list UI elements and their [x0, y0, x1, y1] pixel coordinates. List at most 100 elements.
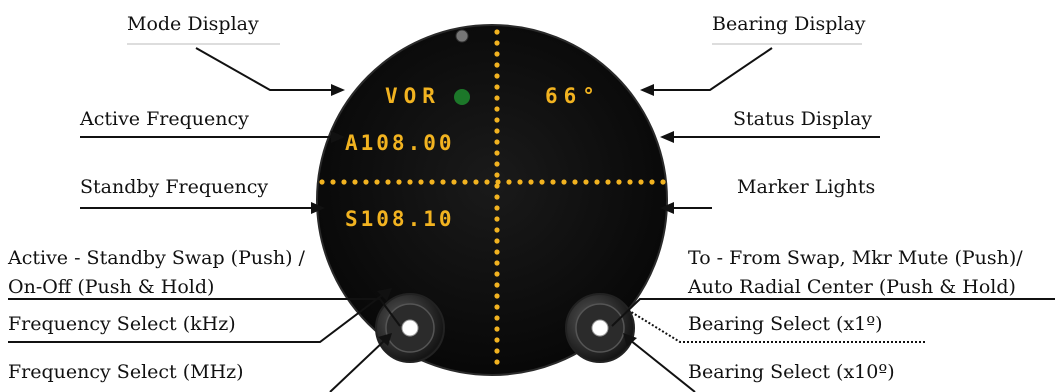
leader-swap-left — [8, 298, 401, 327]
active-frequency-readout: A108.00 — [345, 131, 455, 155]
led-dot — [528, 179, 534, 185]
led-dot — [660, 179, 666, 185]
led-dot — [494, 337, 500, 343]
arrowheads — [311, 84, 674, 347]
led-dot — [330, 179, 336, 185]
led-dot — [494, 293, 500, 299]
led-dot — [627, 179, 633, 185]
led-dot — [494, 348, 500, 354]
led-dot — [494, 249, 500, 255]
led-dot — [506, 179, 512, 185]
led-dot — [319, 179, 325, 185]
led-dot — [539, 179, 545, 185]
led-dot — [374, 179, 380, 185]
mode-readout: VOR — [385, 84, 441, 108]
arrowhead-status — [660, 131, 674, 143]
left-knob[interactable] — [375, 293, 445, 363]
mounting-screw — [455, 29, 469, 43]
led-dot — [494, 216, 500, 222]
led-dot — [494, 359, 500, 365]
label-active-frequency: Active Frequency — [79, 108, 249, 130]
label-standby-frequency: Standby Frequency — [80, 176, 268, 198]
led-dot — [494, 326, 500, 332]
label-bearing-display: Bearing Display — [712, 13, 866, 35]
label-bearing-x1: Bearing Select (x1º) — [688, 313, 883, 335]
led-dot — [494, 194, 500, 200]
led-dot — [494, 172, 500, 178]
leader-bearing-x1 — [627, 309, 925, 343]
led-dot — [462, 179, 468, 185]
led-dot — [418, 179, 424, 185]
label-status-display: Status Display — [733, 108, 872, 130]
instrument-face — [316, 24, 668, 376]
led-dot — [429, 179, 435, 185]
led-dot — [517, 179, 523, 185]
led-dot — [494, 238, 500, 244]
led-dot — [494, 40, 500, 46]
led-dot — [341, 179, 347, 185]
arrowhead-khz — [377, 288, 392, 301]
arrowhead-standby — [311, 202, 325, 214]
label-marker-lights: Marker Lights — [737, 176, 875, 198]
standby-frequency-readout: S108.10 — [345, 207, 455, 231]
leader-frequency-mhz — [329, 339, 386, 392]
arrowhead-x10 — [623, 333, 637, 347]
label-swap-left-line2: On-Off (Push & Hold) — [8, 276, 214, 298]
led-dot — [440, 179, 446, 185]
led-dot — [494, 161, 500, 167]
led-dot — [407, 179, 413, 185]
led-dot — [494, 304, 500, 310]
led-dot — [494, 84, 500, 90]
led-dot — [583, 179, 589, 185]
arrowhead-bearing — [640, 84, 654, 96]
leader-bearing-display — [650, 47, 773, 91]
led-dot — [494, 95, 500, 101]
led-dot — [616, 179, 622, 185]
label-swap-left-line1: Active - Standby Swap (Push) / — [7, 247, 306, 269]
horizontal-dot-line — [319, 179, 666, 185]
led-dot — [594, 179, 600, 185]
bearing-readout: 66° — [545, 84, 601, 108]
led-dot — [550, 179, 556, 185]
led-dot — [638, 179, 644, 185]
led-dot — [494, 128, 500, 134]
led-dot — [494, 106, 500, 112]
leader-frequency-khz — [8, 292, 386, 343]
led-dot — [494, 271, 500, 277]
led-dot — [494, 260, 500, 266]
label-frequency-mhz: Frequency Select (MHz) — [8, 361, 244, 383]
led-dot — [494, 150, 500, 156]
led-dot — [484, 179, 490, 185]
green-indicator-light — [454, 89, 470, 105]
arrowhead-marker — [660, 202, 674, 214]
led-dot — [494, 205, 500, 211]
led-dot — [561, 179, 567, 185]
led-dot — [649, 179, 655, 185]
led-dot — [494, 117, 500, 123]
right-knob-push-button[interactable] — [591, 319, 609, 337]
led-dot — [494, 62, 500, 68]
led-dot — [385, 179, 391, 185]
label-frequency-khz: Frequency Select (kHz) — [8, 313, 236, 335]
leader-mode-display — [195, 47, 335, 91]
led-dot — [494, 51, 500, 57]
right-knob[interactable] — [565, 293, 635, 363]
label-swap-right-line2: Auto Radial Center (Push & Hold) — [687, 276, 1016, 298]
led-dot — [396, 179, 402, 185]
led-dot — [494, 315, 500, 321]
leader-lines — [8, 47, 1055, 392]
leader-bearing-x10 — [629, 339, 696, 392]
left-knob-push-button[interactable] — [401, 319, 419, 337]
led-dot — [494, 29, 500, 35]
led-dot — [494, 73, 500, 79]
led-dot — [494, 139, 500, 145]
label-swap-right-line1: To - From Swap, Mkr Mute (Push)/ — [688, 247, 1023, 269]
led-dot — [605, 179, 611, 185]
arrowhead-active — [331, 131, 345, 143]
arrowhead-mhz — [378, 333, 392, 346]
led-dot — [473, 179, 479, 185]
led-dot — [495, 179, 501, 185]
led-dot — [451, 179, 457, 185]
arrowhead-mode — [331, 84, 345, 96]
